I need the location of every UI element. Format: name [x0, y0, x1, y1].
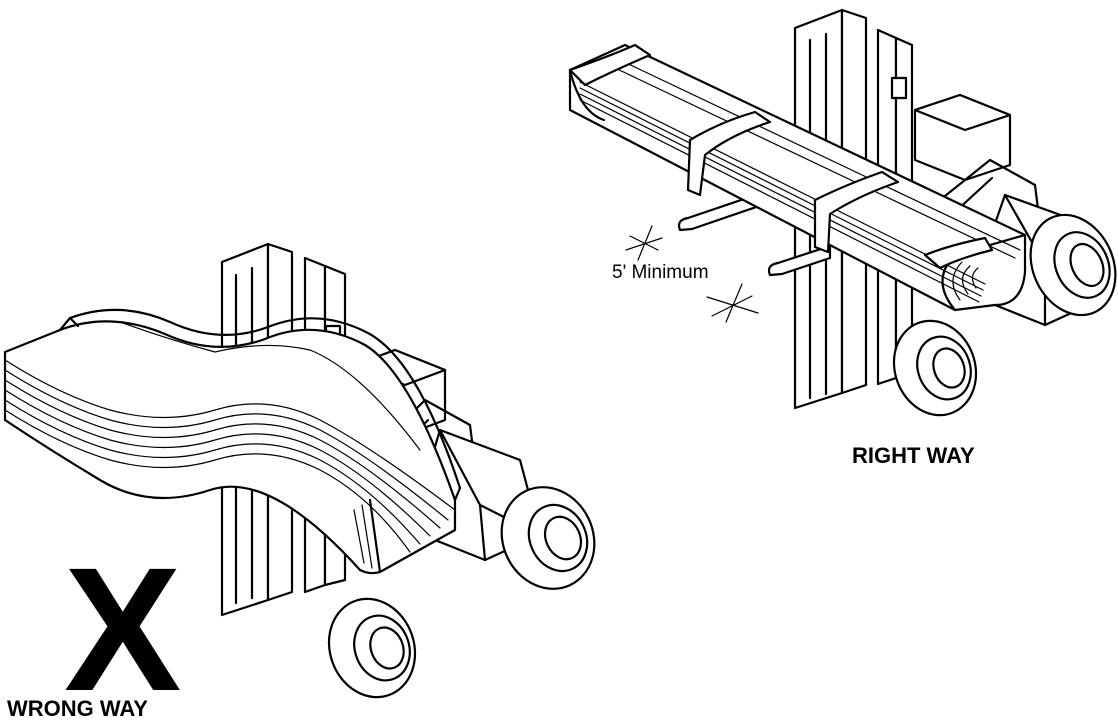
forklift-wheel-rear-right — [1029, 213, 1117, 317]
support-straps — [568, 43, 994, 270]
forklift-right-way: 5' Minimum RIGHT WAY — [568, 8, 1117, 468]
wrong-way-label: WRONG WAY — [7, 696, 148, 721]
forklift-wheel-front-left — [327, 597, 417, 699]
sagging-pipe-bundle — [3, 308, 462, 575]
forklift-wheel-rear-left — [500, 486, 596, 590]
forklift-wrong-way: X WRONG WAY — [3, 242, 596, 721]
supported-pipe-bundle — [568, 43, 1027, 312]
dimension-label: 5' Minimum — [612, 262, 709, 283]
crosshair-icon — [625, 225, 759, 323]
forklift-wheel-front-right — [892, 319, 978, 417]
x-mark-icon: X — [64, 532, 181, 721]
right-way-label: RIGHT WAY — [852, 443, 975, 468]
